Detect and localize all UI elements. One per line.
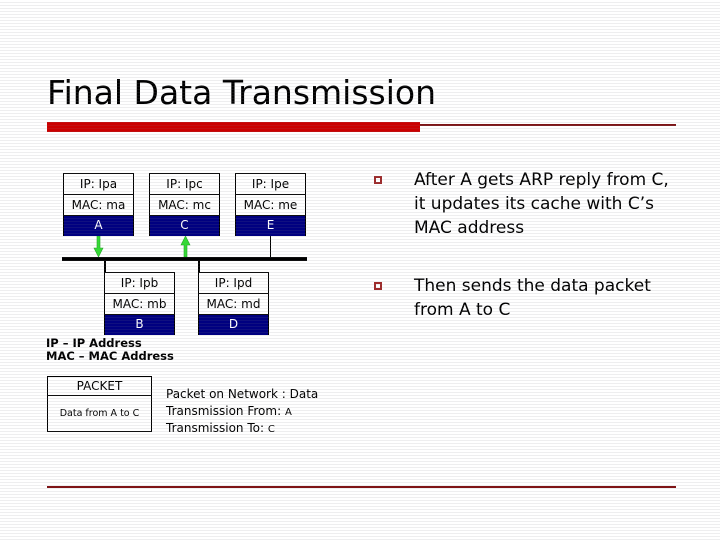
packet-note-to: Transmission To: C [166,421,275,435]
packet-note-network: Packet on Network : Data [166,387,318,401]
packet-note-from: Transmission From: A [166,404,292,418]
node-b-drop-line [104,261,106,277]
bullet-item-2-text: Then sends the data packet from A to C [414,276,651,320]
node-e: IP: Ipe MAC: me E [235,173,306,236]
node-d: IP: Ipd MAC: md D [198,272,269,335]
node-d-drop-line [198,261,200,277]
arrow-a-to-bus-down-icon [93,235,104,258]
bullet-list: After A gets ARP reply from C, it update… [374,168,674,322]
network-bus [62,257,307,261]
node-c-ip: IP: Ipc [150,174,219,195]
node-b-ip: IP: Ipb [105,273,174,294]
node-e-drop-line [270,236,271,258]
legend-mac: MAC – MAC Address [46,349,174,363]
bullet-square-icon [374,176,382,184]
packet-box-body: Data from A to C [59,408,140,419]
page-title: Final Data Transmission [47,73,437,112]
node-c-label: C [150,216,219,236]
bullet-item-1: After A gets ARP reply from C, it update… [374,168,674,240]
node-a: IP: Ipa MAC: ma A [63,173,134,236]
node-e-mac: MAC: me [236,195,305,216]
node-d-label: D [199,315,268,335]
packet-note-to-value: C [267,424,275,435]
node-a-mac: MAC: ma [64,195,133,216]
title-accent-rule [420,124,676,126]
bullet-item-1-text: After A gets ARP reply from C, it update… [414,170,669,238]
title-accent-bar [47,122,420,132]
packet-note-from-value: A [284,407,292,418]
node-a-ip: IP: Ipa [64,174,133,195]
node-e-ip: IP: Ipe [236,174,305,195]
packet-box: PACKET Data from A to C [47,376,152,432]
node-b-mac: MAC: mb [105,294,174,315]
footer-divider [47,486,676,488]
node-a-label: A [64,216,133,236]
node-c-mac: MAC: mc [150,195,219,216]
packet-note-to-label: Transmission To: [166,421,265,435]
legend-ip: IP – IP Address [46,336,142,350]
node-d-ip: IP: Ipd [199,273,268,294]
arrow-bus-to-c-up-icon [180,235,191,258]
packet-box-header: PACKET [48,377,151,396]
packet-note-network-label: Packet on Network : Data [166,387,319,401]
node-e-label: E [236,216,305,236]
node-d-mac: MAC: md [199,294,268,315]
network-diagram: IP: Ipa MAC: ma A IP: Ipc MAC: mc C IP: … [0,0,360,460]
node-c: IP: Ipc MAC: mc C [149,173,220,236]
bullet-item-2: Then sends the data packet from A to C [374,274,674,322]
node-b-label: B [105,315,174,335]
packet-note-from-label: Transmission From: [166,404,282,418]
bullet-square-icon [374,282,382,290]
node-b: IP: Ipb MAC: mb B [104,272,175,335]
